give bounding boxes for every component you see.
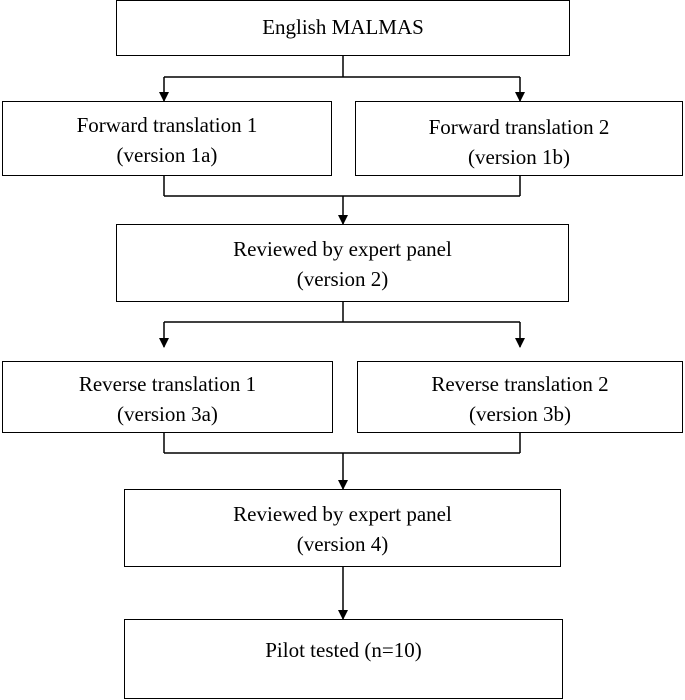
- node-reverse-translation-2-title: Reverse translation 2: [431, 372, 609, 396]
- node-reverse-translation-2-version: (version 3b): [468, 402, 572, 426]
- node-expert-review-version-2-title: Reviewed by expert panel: [233, 237, 452, 261]
- node-forward-translation-2: Forward translation 2 (version 1b): [355, 101, 683, 176]
- node-expert-review-version-4: Reviewed by expert panel (version 4): [124, 489, 561, 567]
- node-pilot-tested-label: Pilot tested (n=10): [265, 638, 422, 662]
- node-pilot-tested: Pilot tested (n=10): [124, 619, 563, 699]
- node-forward-translation-1: Forward translation 1 (version 1a): [2, 101, 332, 176]
- node-forward-translation-2-version: (version 1b): [467, 145, 571, 169]
- node-english-malmas: English MALMAS: [116, 0, 570, 56]
- node-expert-review-version-4-version: (version 4): [296, 532, 389, 556]
- node-forward-translation-1-title: Forward translation 1: [76, 113, 258, 137]
- node-forward-translation-1-version: (version 1a): [116, 143, 218, 167]
- node-expert-review-version-4-title: Reviewed by expert panel: [233, 502, 452, 526]
- node-expert-review-version-2-version: (version 2): [296, 267, 389, 291]
- node-reverse-translation-2: Reverse translation 2 (version 3b): [357, 361, 683, 433]
- node-forward-translation-2-title: Forward translation 2: [428, 115, 610, 139]
- node-expert-review-version-2: Reviewed by expert panel (version 2): [116, 224, 569, 302]
- node-reverse-translation-1-title: Reverse translation 1: [78, 372, 257, 396]
- node-reverse-translation-1-version: (version 3a): [117, 402, 218, 426]
- node-reverse-translation-1: Reverse translation 1 (version 3a): [2, 361, 333, 433]
- node-english-malmas-label: English MALMAS: [262, 15, 424, 39]
